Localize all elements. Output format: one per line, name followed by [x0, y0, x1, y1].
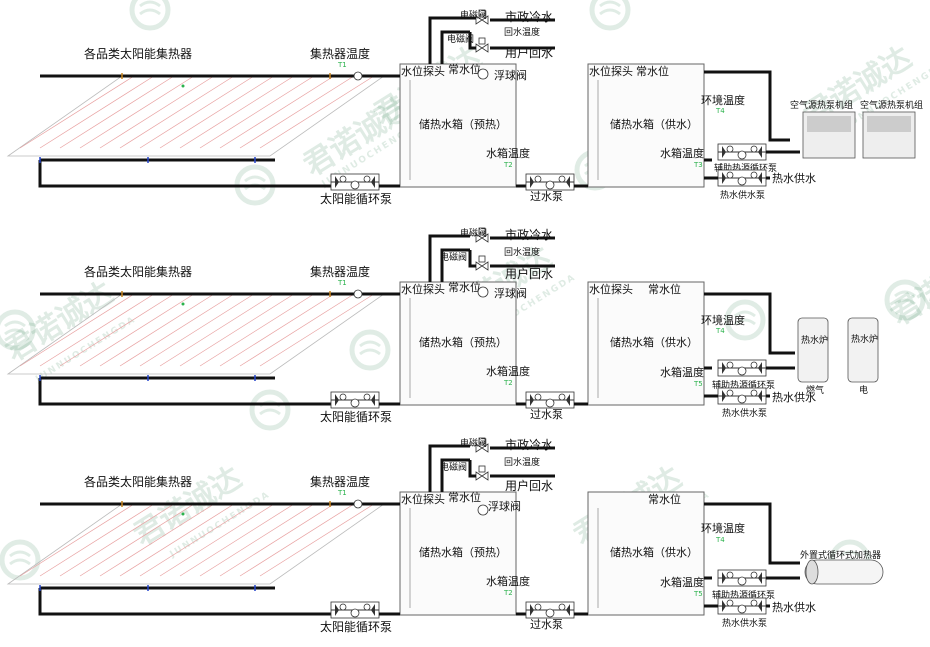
- transfer-pump-label: 过水泵: [530, 190, 563, 203]
- system-1: 各品类太阳能集热器 集热器温度 T1 水位探头 常水位 浮球阀 储热水箱（预热）…: [6, 9, 923, 206]
- return-temp-label-s3: 回水温度: [504, 456, 540, 468]
- tank-temp-label-2-s3: 水箱温度: [660, 575, 704, 589]
- sensor-t1-s2: T1: [337, 279, 347, 287]
- return-temp-label-s2: 回水温度: [504, 246, 540, 258]
- hot-pump-label: 热水供水泵: [720, 189, 765, 201]
- ext-heater: [804, 559, 884, 585]
- float-valve-label: 浮球阀: [494, 68, 527, 82]
- gas-label: 燃气: [806, 384, 824, 396]
- normal-level-label-2-s3: 常水位: [648, 492, 681, 506]
- sensor-t2-s3: T2: [503, 589, 513, 597]
- collector-temp-label-s3: 集热器温度: [310, 474, 370, 489]
- hot-supply-label-s2: 热水供水: [772, 390, 816, 404]
- supply-tank-label-s2: 储热水箱（供水）: [610, 335, 698, 349]
- supply-tank: [587, 63, 705, 188]
- preheat-tank: [399, 63, 517, 188]
- tank-temp-label-s3: 水箱温度: [486, 574, 530, 588]
- level-probe-label: 水位探头: [401, 64, 445, 78]
- sensor-t2: T2: [503, 161, 513, 169]
- air-pump-label-1: 空气源热泵机组: [790, 99, 853, 111]
- float-valve-label-s2: 浮球阀: [494, 286, 527, 300]
- env-temp-label-s3: 环境温度: [701, 521, 745, 535]
- normal-level-label-2: 常水位: [636, 64, 669, 78]
- sensor-t4-s3: T4: [715, 536, 725, 544]
- collector-temp-label-s2: 集热器温度: [310, 264, 370, 279]
- sensor-t1-s3: T1: [337, 489, 347, 497]
- supply-tank-label-s3: 储热水箱（供水）: [610, 545, 698, 559]
- tank-temp-label-2-s2: 水箱温度: [660, 365, 704, 379]
- sensor-t1: T1: [337, 61, 347, 69]
- collector-label-s2: 各品类太阳能集热器: [84, 264, 192, 279]
- municipal-cold-label-s3: 市政冷水: [505, 437, 553, 452]
- user-return-label-s2: 用户回水: [505, 266, 553, 281]
- hot-pump-label-s3: 热水供水泵: [722, 617, 767, 629]
- system-3: 各品类太阳能集热器 集热器温度 T1 水位探头 常水位 浮球阀 储热水箱（预热）…: [6, 437, 884, 634]
- collector-label-s3: 各品类太阳能集热器: [84, 474, 192, 489]
- electric-label: 电: [859, 384, 868, 396]
- transfer-pump-label-s3: 过水泵: [530, 618, 563, 631]
- system-2: 各品类太阳能集热器 集热器温度 T1 水位探头 常水位 浮球阀 储热水箱（预热）…: [6, 227, 879, 424]
- solar-pump-label-s3: 太阳能循环泵: [320, 619, 392, 634]
- float-valve-label-s3: 浮球阀: [488, 499, 521, 513]
- boiler-label-2: 热水炉: [851, 333, 878, 345]
- hot-pump-label-s2: 热水供水泵: [722, 407, 767, 419]
- sensor-t3: T3: [693, 161, 703, 169]
- preheat-tank-label-s3: 储热水箱（预热）: [419, 545, 507, 559]
- normal-level-label-s2: 常水位: [448, 280, 481, 294]
- solenoid-label-2-s2: 电磁阀: [440, 251, 467, 263]
- sensor-t5-s3: T5: [693, 590, 703, 598]
- solar-pump-label-s2: 太阳能循环泵: [320, 409, 392, 424]
- collector-temp-label: 集热器温度: [310, 46, 370, 61]
- collector-label: 各品类太阳能集热器: [84, 46, 192, 61]
- solenoid-label-1-s3: 电磁阀: [460, 437, 487, 449]
- municipal-cold-label-s2: 市政冷水: [505, 227, 553, 242]
- level-probe-label-2-s2: 水位探头: [589, 282, 633, 296]
- tank-temp-label: 水箱温度: [486, 146, 530, 160]
- sensor-t4: T4: [715, 107, 725, 115]
- user-return-label: 用户回水: [505, 45, 553, 60]
- normal-level-label-2-s2: 常水位: [648, 282, 681, 296]
- boiler-label-1: 热水炉: [801, 334, 828, 346]
- ext-heater-label: 外置式循环式加热器: [800, 549, 881, 561]
- user-return-label-s3: 用户回水: [505, 478, 553, 493]
- boilers: [797, 317, 879, 383]
- solar-pump: [330, 173, 380, 191]
- sensor-t5-s2: T5: [693, 380, 703, 388]
- tank-temp-label-s2: 水箱温度: [486, 364, 530, 378]
- env-temp-label-s2: 环境温度: [701, 313, 745, 327]
- normal-level-label: 常水位: [448, 62, 481, 76]
- air-pump-unit-1: [802, 111, 916, 159]
- solenoid-label-2-s3: 电磁阀: [440, 461, 467, 473]
- env-temp-label: 环境温度: [701, 93, 745, 107]
- return-temp-label: 回水温度: [504, 26, 540, 38]
- solenoid-label-1-s2: 电磁阀: [460, 227, 487, 239]
- level-probe-label-2: 水位探头: [589, 64, 633, 78]
- transfer-pump-label-s2: 过水泵: [530, 408, 563, 421]
- sensor-t4-s2: T4: [715, 327, 725, 335]
- hot-supply-label-s3: 热水供水: [772, 600, 816, 614]
- tank-temp-label-2: 水箱温度: [660, 146, 704, 160]
- transfer-pump: [525, 173, 575, 191]
- solenoid-label-2: 电磁阀: [447, 33, 474, 45]
- solenoid-label-1: 电磁阀: [460, 9, 487, 21]
- preheat-tank-label: 储热水箱（预热）: [419, 117, 507, 131]
- hot-supply-label: 热水供水: [772, 171, 816, 185]
- sensor-t2-s2: T2: [503, 379, 513, 387]
- level-probe-label-s2: 水位探头: [401, 282, 445, 296]
- municipal-cold-label: 市政冷水: [505, 9, 553, 24]
- solar-pump-label: 太阳能循环泵: [320, 191, 392, 206]
- supply-tank-label: 储热水箱（供水）: [610, 117, 698, 131]
- normal-level-label-s3: 常水位: [448, 490, 481, 504]
- air-pump-label-2: 空气源热泵机组: [860, 99, 923, 111]
- level-probe-label-s3: 水位探头: [401, 492, 445, 506]
- preheat-tank-label-s2: 储热水箱（预热）: [419, 335, 507, 349]
